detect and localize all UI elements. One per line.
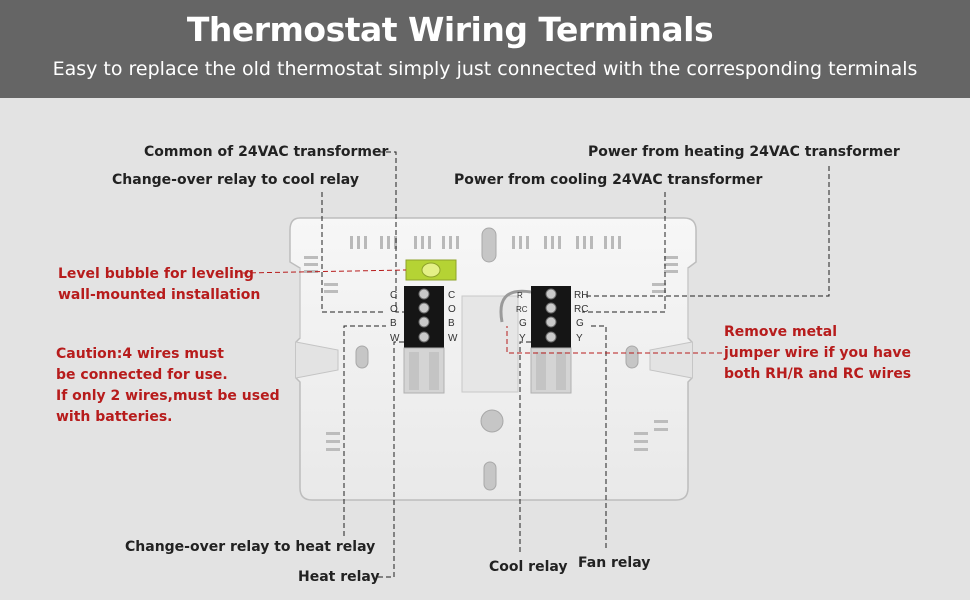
terminal-left-outer: C — [390, 290, 397, 301]
label-fan-relay: Fan relay — [578, 555, 651, 571]
terminal-right-outer: G — [576, 318, 584, 329]
vent-slots-top-right — [512, 236, 621, 249]
leader-changeover-heat — [343, 325, 386, 536]
terminal-right-outer: Y — [576, 333, 583, 344]
right-terminal-block — [530, 286, 572, 394]
terminal-left-inner: O — [448, 304, 456, 315]
label-common-transformer: Common of 24VAC transformer — [144, 144, 389, 160]
label-changeover-heat: Change-over relay to heat relay — [125, 539, 376, 555]
terminal-left-inner: W — [448, 333, 458, 344]
screw-slot-icon — [355, 227, 639, 491]
jumper-line: both RH/R and RC wires — [724, 366, 912, 382]
leader-changeover-cool — [321, 192, 386, 313]
leader-fan-relay — [588, 325, 607, 548]
leader-lines-red — [242, 269, 722, 354]
caution-line: If only 2 wires,must be used — [56, 388, 280, 404]
label-heat-relay: Heat relay — [298, 569, 380, 585]
label-changeover-cool: Change-over relay to cool relay — [112, 172, 359, 188]
terminal-left-outer: O — [390, 304, 398, 315]
terminal-left-inner: B — [448, 318, 455, 329]
caution-line: be connected for use. — [56, 367, 228, 383]
label-cool-relay: Cool relay — [489, 559, 568, 575]
jumper-line: Remove metal — [724, 324, 837, 340]
center-opening — [461, 295, 519, 393]
leader-jumper — [506, 326, 722, 354]
label-remove-jumper: Remove metal jumper wire if you have bot… — [724, 322, 911, 385]
leader-level-bubble — [242, 269, 407, 274]
header-banner: Thermostat Wiring Terminals Easy to repl… — [0, 0, 970, 98]
page-subtitle: Easy to replace the old thermostat simpl… — [52, 58, 918, 80]
label-level-bubble: Level bubble for leveling wall-mounted i… — [58, 264, 260, 306]
label-level-line: wall-mounted installation — [58, 287, 261, 303]
label-caution: Caution:4 wires must be connected for us… — [56, 344, 280, 428]
jumper-line: jumper wire if you have — [724, 345, 912, 361]
caution-line: Caution:4 wires must — [56, 346, 224, 362]
terminal-right-outer: RH — [574, 290, 588, 301]
terminal-right-inner: Y — [519, 333, 526, 344]
terminal-letters: C O B W C O B W R RC G Y RH RC G Y — [390, 290, 588, 344]
jumper-wire — [499, 289, 532, 323]
label-power-cooling: Power from cooling 24VAC transformer — [454, 172, 763, 188]
terminal-right-inner: R — [517, 291, 523, 300]
terminal-right-outer: RC — [574, 304, 588, 315]
terminal-left-outer: W — [390, 333, 400, 344]
caution-line: with batteries. — [56, 409, 173, 425]
label-power-heating: Power from heating 24VAC transformer — [588, 144, 900, 160]
leader-power-heating — [582, 166, 830, 297]
leader-cool-relay — [519, 341, 531, 552]
left-terminal-block — [403, 286, 445, 394]
leader-lines — [321, 151, 830, 578]
leader-power-cooling — [582, 192, 666, 313]
leader-heat-relay — [378, 341, 404, 578]
label-level-line: Level bubble for leveling — [58, 266, 254, 282]
terminal-right-inner: RC — [516, 305, 528, 314]
level-bubble-icon — [405, 259, 457, 281]
page-title: Thermostat Wiring Terminals — [186, 10, 714, 49]
terminal-left-outer: B — [390, 318, 397, 329]
terminal-left-inner: C — [448, 290, 455, 301]
leader-common — [378, 151, 404, 313]
terminal-right-inner: G — [519, 318, 527, 329]
